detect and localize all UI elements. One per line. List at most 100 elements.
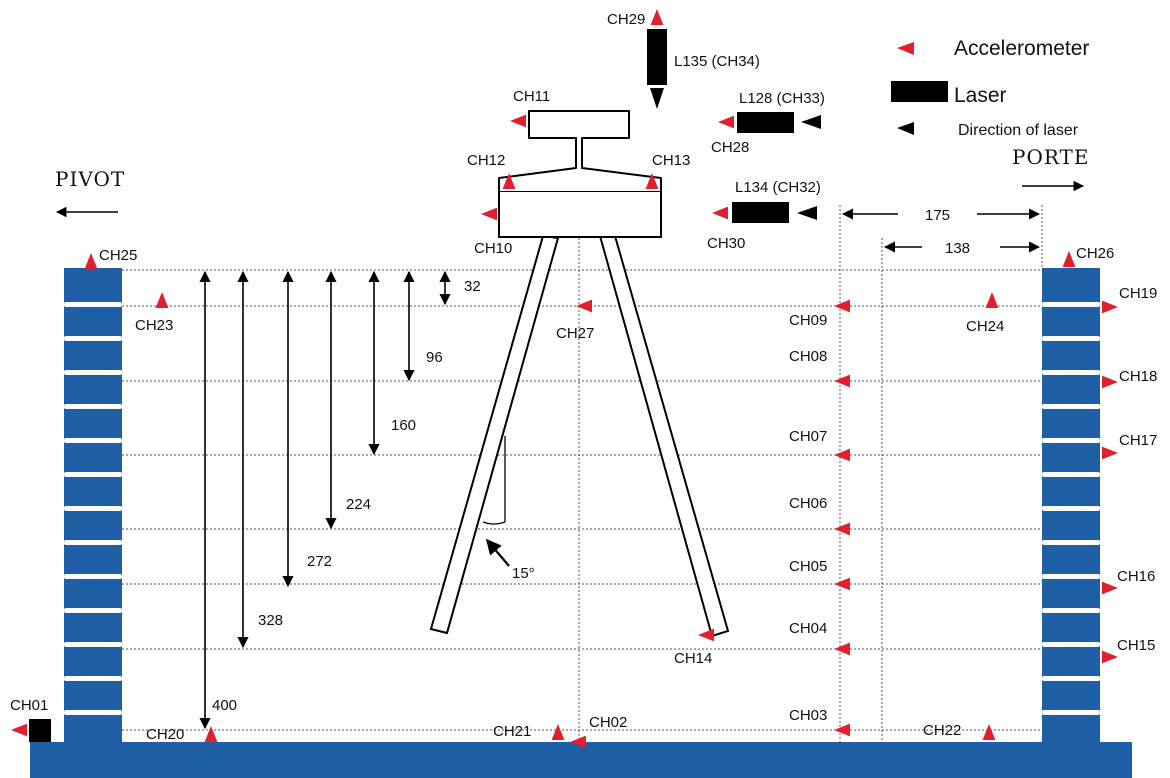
ch06-accelerometer-icon [834, 522, 850, 536]
ch26-label: CH26 [1076, 245, 1114, 262]
ch01-sensor-block [29, 719, 51, 742]
accelerometer-markers [11, 9, 1118, 749]
column-slot [64, 642, 122, 647]
vertical-guide-lines [578, 205, 1043, 742]
base-beam [30, 742, 1132, 778]
laser-top-label: L135 (CH34) [674, 53, 760, 70]
ch09-accelerometer-icon [834, 299, 850, 313]
ch23-accelerometer-icon [155, 292, 169, 308]
legend-direction-icon [897, 122, 914, 135]
t-top-structure [498, 110, 662, 191]
column-slot [1042, 710, 1100, 715]
ch19-accelerometer-icon [1102, 300, 1118, 314]
column-slot [64, 336, 122, 341]
column-slot [1042, 676, 1100, 681]
ch11-accelerometer-icon [510, 114, 526, 128]
legend-accelerometer-icon [897, 42, 914, 55]
ch15-label: CH15 [1117, 637, 1155, 654]
deck-block [498, 190, 662, 238]
column-slot [64, 608, 122, 613]
laser-top [647, 29, 667, 85]
ch23-label: CH23 [135, 317, 173, 334]
column-slot [64, 574, 122, 579]
laser-lower-direction-icon [797, 206, 817, 220]
ch12-accelerometer-icon [502, 173, 516, 189]
ch13-label: CH13 [652, 152, 690, 169]
ch25-label: CH25 [99, 247, 137, 264]
ch16-accelerometer-icon [1102, 581, 1118, 595]
column-slot [64, 540, 122, 545]
ch19-label: CH19 [1119, 285, 1157, 302]
ch11-label: CH11 [513, 88, 550, 105]
dim-32-label: 32 [464, 278, 481, 295]
ch22-label: CH22 [923, 722, 961, 739]
ch26-accelerometer-icon [1062, 251, 1076, 267]
column-slot [1042, 472, 1100, 477]
column-slot [64, 710, 122, 715]
angle-indicator [482, 436, 506, 525]
dim-272-label: 272 [307, 553, 332, 570]
column-slot [64, 472, 122, 477]
ch24-accelerometer-icon [985, 292, 999, 308]
dim-175-label: 175 [925, 207, 950, 224]
ch02-label: CH02 [589, 714, 627, 731]
column-slot [1042, 608, 1100, 613]
ch16-label: CH16 [1117, 568, 1155, 585]
ch10-label: CH10 [474, 240, 512, 257]
ch25-accelerometer-icon [84, 253, 98, 269]
ch21-accelerometer-icon [551, 724, 565, 740]
width-dimension-arrows [841, 208, 1041, 253]
ch03-accelerometer-icon [834, 723, 850, 737]
ch01-accelerometer-icon [11, 723, 27, 737]
legend-laser-icon [891, 81, 948, 102]
dim-400-label: 400 [212, 697, 237, 714]
ch14-label: CH14 [674, 650, 712, 667]
ch18-label: CH18 [1119, 368, 1157, 385]
ch10-accelerometer-icon [481, 207, 497, 221]
column-slot [64, 302, 122, 307]
channel-labels: CH01 CH02 CH03 CH04 CH05 CH06 CH07 CH08 … [10, 11, 1157, 743]
column-slot [1042, 574, 1100, 579]
ch28-label: CH28 [711, 139, 749, 156]
ch17-label: CH17 [1119, 432, 1157, 449]
ch04-accelerometer-icon [834, 642, 850, 656]
ch08-accelerometer-icon [834, 374, 850, 388]
laser-middle-direction-icon [801, 115, 821, 129]
ch27-accelerometer-icon [576, 299, 592, 313]
ch08-label: CH08 [789, 348, 827, 365]
dim-328-label: 328 [258, 612, 283, 629]
laser-middle-label: L128 (CH33) [739, 90, 825, 107]
ch13-accelerometer-icon [645, 173, 659, 189]
dim-96-label: 96 [426, 349, 443, 366]
laser-top-direction-icon [650, 88, 664, 109]
column-slot [64, 676, 122, 681]
ch27-label: CH27 [556, 325, 594, 342]
ch21-label: CH21 [493, 723, 531, 740]
column-slot [64, 370, 122, 375]
laser-lower [732, 202, 789, 223]
ch04-label: CH04 [789, 620, 827, 637]
column-slot [64, 438, 122, 443]
pivot-label: PIVOT [55, 167, 125, 191]
ch03-label: CH03 [789, 707, 827, 724]
ch28-accelerometer-icon [718, 115, 734, 129]
ch17-accelerometer-icon [1102, 446, 1118, 460]
ch30-accelerometer-icon [712, 206, 728, 220]
left-column [64, 268, 122, 742]
ch05-label: CH05 [789, 558, 827, 575]
legend-laser-label: Laser [954, 84, 1007, 107]
right-column [1042, 268, 1100, 742]
ch29-label: CH29 [607, 11, 645, 28]
dim-138-label: 138 [945, 240, 970, 257]
ch15-accelerometer-icon [1102, 650, 1118, 664]
column-slot [64, 506, 122, 511]
dim-224-label: 224 [346, 496, 371, 513]
ch30-label: CH30 [707, 235, 745, 252]
laser-lower-label: L134 (CH32) [735, 179, 821, 196]
ch29-accelerometer-icon [650, 9, 664, 25]
legend: Accelerometer Laser Direction of laser [891, 37, 1089, 139]
column-slot [1042, 438, 1100, 443]
ch05-accelerometer-icon [834, 577, 850, 591]
ch06-label: CH06 [789, 495, 827, 512]
dim-160-label: 160 [391, 417, 416, 434]
